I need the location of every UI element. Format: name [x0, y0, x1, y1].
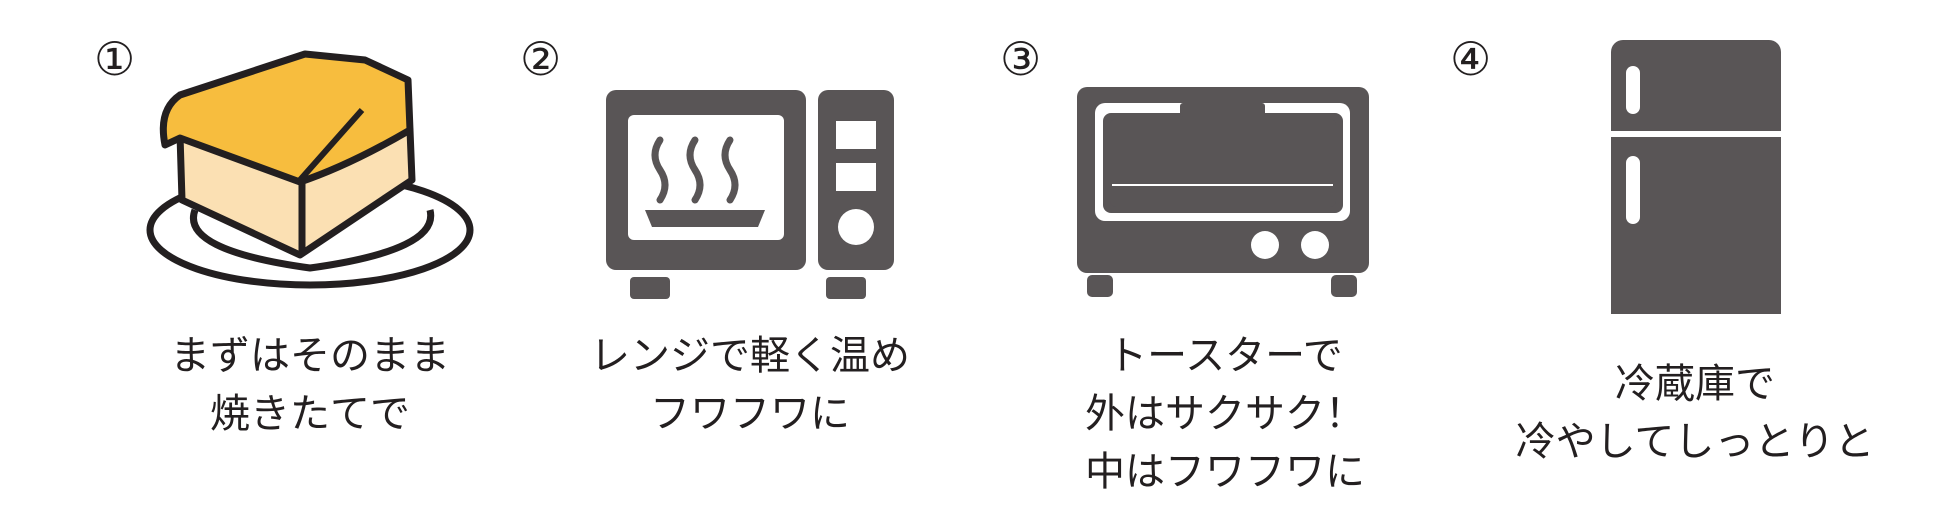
step-number: ④: [1450, 32, 1492, 86]
caption-line: フワフワに: [650, 391, 850, 437]
step-number: ③: [1000, 32, 1042, 86]
step-caption: まずはそのまま 焼きたてで: [140, 327, 480, 443]
caption-line: 冷蔵庫で: [1615, 361, 1775, 407]
castella-cake-on-plate-icon: [146, 50, 474, 289]
caption-line: まずはそのまま: [170, 333, 450, 379]
caption-line: レンジで軽く温め: [590, 333, 910, 379]
refrigerator-icon: [1611, 40, 1781, 326]
toaster-oven-icon: [1077, 87, 1369, 297]
caption-line: トースターで: [1107, 333, 1343, 379]
caption-line: 冷やしてしっとりと: [1515, 419, 1875, 465]
step-number: ①: [94, 32, 136, 86]
microwave-icon: [606, 90, 894, 299]
caption-line: 中はフワフワに: [1085, 449, 1365, 495]
step-caption: 冷蔵庫で 冷やしてしっとりと: [1505, 355, 1885, 471]
caption-line: 焼きたてで: [210, 391, 410, 437]
caption-line: 外はサクサク！: [1085, 391, 1365, 437]
step-number: ②: [520, 32, 562, 86]
step-caption: レンジで軽く温め フワフワに: [570, 327, 930, 443]
step-caption: トースターで 外はサクサク！ 中はフワフワに: [1045, 327, 1405, 501]
